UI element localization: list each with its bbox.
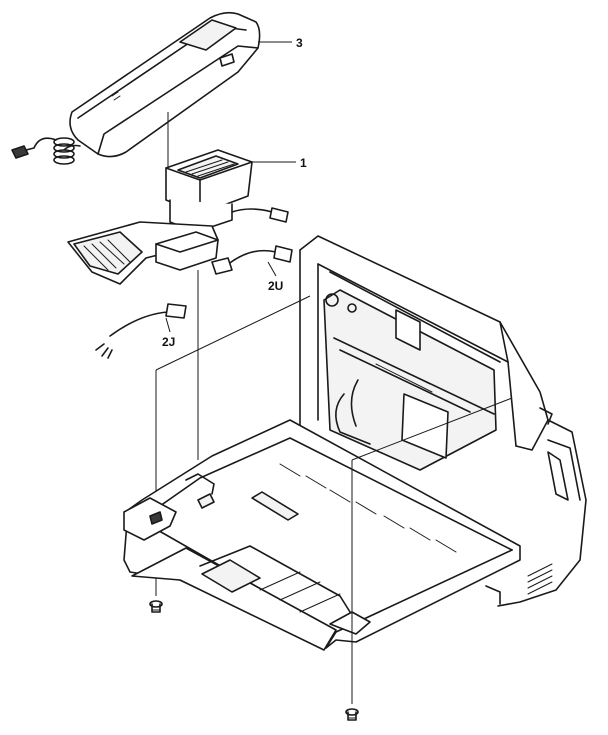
main-unit-base xyxy=(123,419,521,651)
handset-cradle xyxy=(165,149,253,233)
cable-2u xyxy=(211,245,293,277)
cradle-cable xyxy=(231,207,289,223)
part-label-1: 1 xyxy=(300,156,307,170)
cradle-base-assembly xyxy=(67,221,219,285)
cable-2j xyxy=(95,303,187,359)
handset xyxy=(69,11,261,158)
part-label-2j: 2J xyxy=(162,335,175,349)
handset-coil-cord xyxy=(11,137,81,165)
screw-right xyxy=(345,708,359,721)
part-label-3: 3 xyxy=(296,36,303,50)
screw-left xyxy=(149,600,163,613)
part-label-2u: 2U xyxy=(268,279,283,293)
